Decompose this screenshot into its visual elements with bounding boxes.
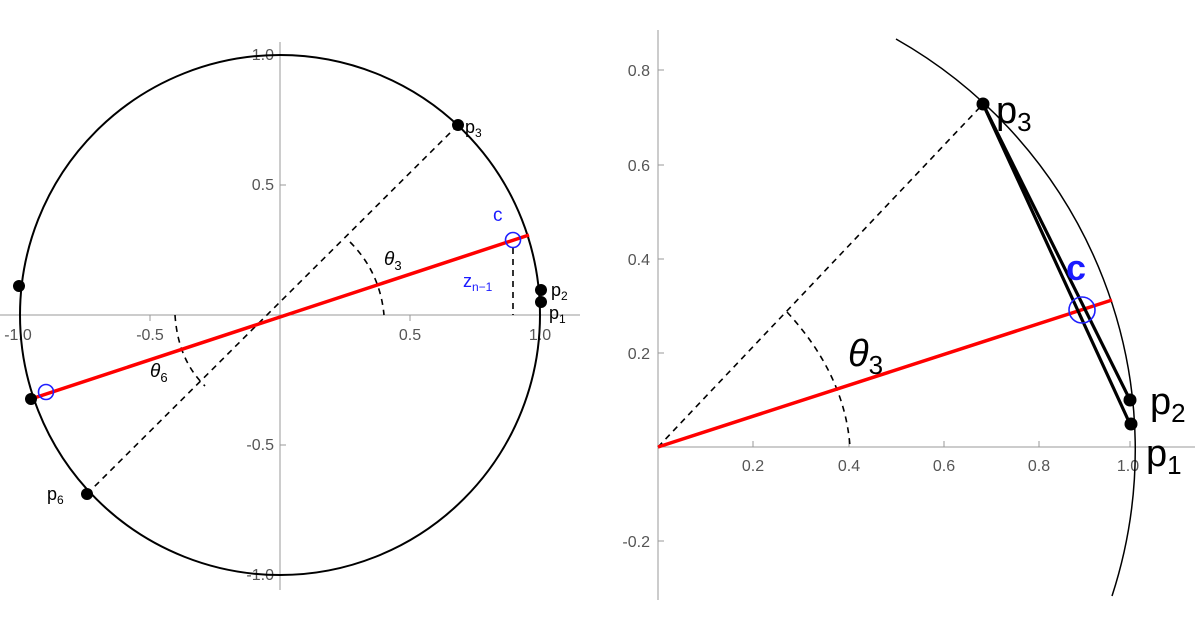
label-p6: p6	[47, 484, 64, 507]
left-x-tick-label: -1.0	[4, 327, 32, 344]
right-x-tick-label: 0.6	[933, 458, 955, 475]
c-marker	[1068, 296, 1096, 324]
left-y-tick-label: -0.5	[246, 437, 274, 454]
circle-arc	[895, 38, 1136, 597]
left-y-tick-label: 0.5	[252, 177, 274, 194]
dashed-diagonal	[657, 103, 984, 448]
right-y-tick-label: 0.4	[628, 252, 650, 269]
theta3-arc	[349, 241, 385, 316]
label-theta3: θ3	[384, 249, 402, 273]
point	[25, 393, 37, 405]
label-c: c	[493, 205, 503, 226]
point	[13, 280, 25, 292]
right-x-tick-label: 0.2	[742, 458, 764, 475]
chord-p3-p1	[981, 103, 1132, 425]
point-p3	[976, 97, 990, 111]
point-p1	[1124, 417, 1138, 431]
theta6-arc	[174, 314, 206, 387]
label-p3: p3	[996, 90, 1032, 137]
red-line	[30, 233, 530, 401]
right-x-tick-label: 1.0	[1117, 458, 1139, 475]
left-x-tick-label: 0.5	[399, 327, 421, 344]
label-theta3: θ3	[848, 333, 883, 380]
right-y-tick-label: 0.8	[628, 63, 650, 80]
label-p3: p3	[465, 117, 482, 140]
label-p2: p2	[551, 280, 568, 303]
left-panel: -1.0 -0.5 0.5 1.0 1.0 0.5 -0.5 -1.0 p3 p…	[0, 42, 580, 590]
label-theta6: θ6	[150, 361, 168, 385]
label-z: zn−1	[463, 271, 493, 294]
label-p1: p1	[1146, 433, 1182, 480]
label-p1: p1	[549, 303, 566, 326]
right-x-tick-label: 0.8	[1028, 458, 1050, 475]
left-x-tick-label: -0.5	[136, 327, 164, 344]
label-c: c	[1066, 247, 1086, 288]
right-y-tick-label: 0.2	[628, 346, 650, 363]
right-y-tick-label: 0.6	[628, 158, 650, 175]
right-x-tick-label: 0.4	[838, 458, 860, 475]
point-p2	[535, 284, 547, 296]
red-line	[657, 298, 1113, 449]
c-marker	[37, 383, 55, 401]
left-y-tick-label: -1.0	[246, 567, 274, 584]
label-p2: p2	[1150, 381, 1186, 428]
chord-p3-p2	[981, 103, 1132, 401]
c-marker	[504, 231, 522, 249]
point-p2	[1123, 393, 1137, 407]
right-y-tick-label: -0.2	[622, 534, 650, 551]
point-p3	[452, 119, 464, 131]
point-p1	[535, 296, 547, 308]
right-panel: 0.2 0.4 0.6 0.8 1.0 0.8 0.6 0.4 0.2 -0.2…	[622, 30, 1195, 600]
point-p6	[81, 488, 93, 500]
unit-circle	[19, 54, 541, 576]
theta3-arc	[786, 311, 851, 448]
